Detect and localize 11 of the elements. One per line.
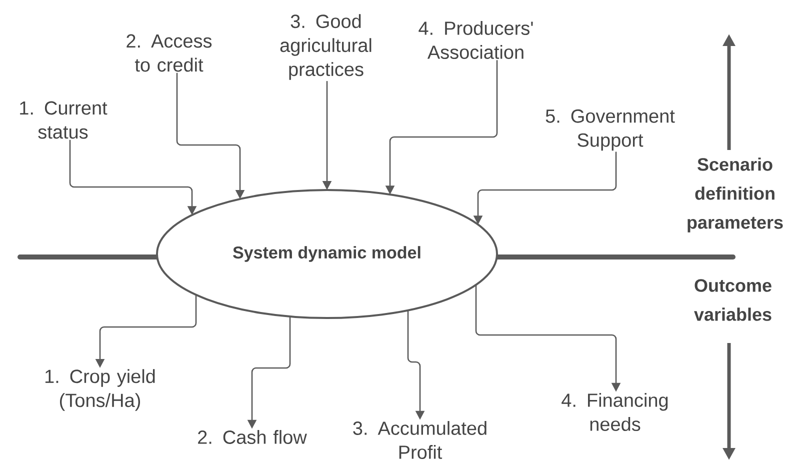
- variable-label: 4. Producers' Association: [418, 21, 533, 59]
- axis-label: Outcome variables: [694, 279, 772, 321]
- variable-label: 3. Good agricultural practices: [280, 14, 372, 80]
- variable-label: 5. Government Support: [546, 109, 675, 151]
- variable-label: 2. Access to credit: [126, 34, 212, 72]
- variable-label: 1. Current status: [20, 101, 108, 139]
- variable-label: 1. Crop yield (Tons/Ha): [45, 369, 155, 411]
- variable-label: 3. Accumulated Profit: [353, 421, 486, 459]
- axis-label: Scenario definition parameters: [688, 158, 783, 232]
- variable-label: 4. Financing needs: [562, 393, 668, 431]
- variable-label: 2. Cash flow: [198, 430, 307, 444]
